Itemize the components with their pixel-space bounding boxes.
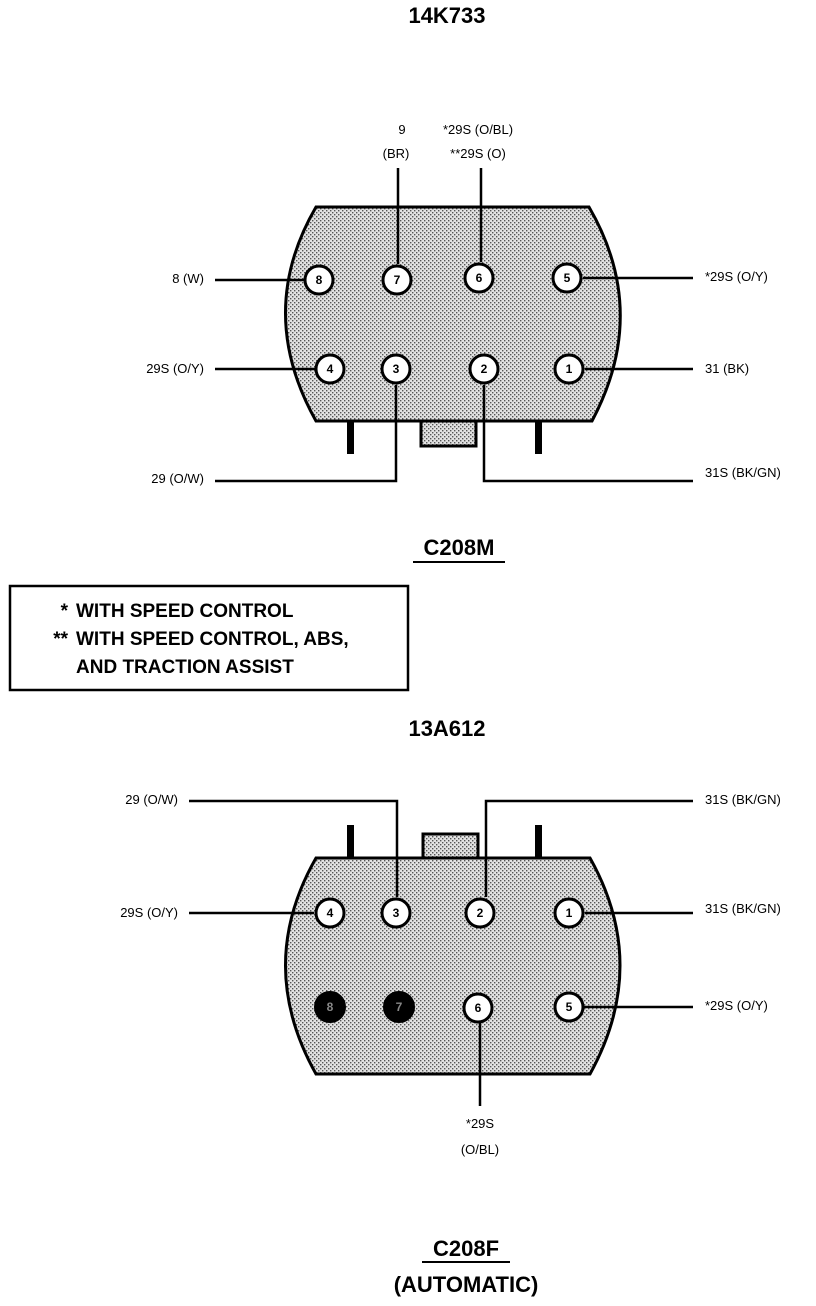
top-pin-2: 2 [468,353,500,385]
bottom-pin-2-label: 31S (BK/GN) [705,792,781,807]
legend-text-3: AND TRACTION ASSIST [76,657,294,678]
bottom-pin-1-label: 31S (BK/GN) [705,901,781,916]
bottom-pin-7: 7 [383,991,415,1023]
bottom-pin-5: 5 [553,991,585,1023]
bottom-pin-3: 3 [380,897,412,929]
bottom-pin-6-label: *29S [466,1116,495,1131]
top-pin-4-label: 29S (O/Y) [146,361,204,376]
svg-text:3: 3 [393,362,400,376]
top-pin-4: 4 [314,353,346,385]
top-pin-6-label: *29S (O/BL) [443,122,513,137]
top-tab-left [347,418,354,454]
bottom-pin-6-label-color: (O/BL) [461,1142,499,1157]
bottom-pin-8: 8 [314,991,346,1023]
legend-text-2: WITH SPEED CONTROL, ABS, [76,629,349,650]
svg-text:2: 2 [477,906,484,920]
top-pin-6-label-alt: **29S (O) [450,146,506,161]
top-pin-8-label: 8 (W) [172,271,204,286]
top-pin-5-label: *29S (O/Y) [705,269,768,284]
svg-text:6: 6 [475,1001,482,1015]
svg-text:7: 7 [396,1000,403,1014]
legend-mark-2: ** [53,629,68,650]
svg-text:7: 7 [394,273,401,287]
top-connector-name: C208M [424,535,495,560]
bottom-pin-4: 4 [314,897,346,929]
top-pin-5: 5 [551,262,583,294]
bottom-tab-left [347,825,354,861]
svg-text:5: 5 [564,271,571,285]
top-pin-6: 6 [463,262,495,294]
bottom-pin-6: 6 [462,992,494,1024]
svg-text:8: 8 [316,273,323,287]
legend-mark-1: * [61,601,69,622]
top-connector-body [284,205,622,423]
svg-text:3: 3 [393,906,400,920]
svg-text:5: 5 [566,1000,573,1014]
bottom-connector-subtitle: (AUTOMATIC) [394,1272,539,1297]
top-part-number: 14K733 [408,3,485,28]
bottom-part-number: 13A612 [408,716,485,741]
top-pin-3: 3 [380,353,412,385]
svg-text:4: 4 [327,362,334,376]
svg-text:2: 2 [481,362,488,376]
top-pin-7: 7 [381,264,413,296]
top-pin-1-label: 31 (BK) [705,361,749,376]
top-pin-3-label: 29 (O/W) [151,471,204,486]
bottom-pin-1: 1 [553,897,585,929]
top-pin-7-label-num: 9 [398,122,405,137]
svg-text:8: 8 [327,1000,334,1014]
bottom-wires [189,799,693,1106]
bottom-pin-5-label: *29S (O/Y) [705,998,768,1013]
legend-box [8,584,410,692]
top-tab-right [535,418,542,454]
legend-text-1: WITH SPEED CONTROL [76,601,294,622]
svg-text:1: 1 [566,362,573,376]
bottom-connector-name: C208F [433,1236,499,1261]
top-pin-7-label-color: (BR) [383,146,410,161]
top-wires [215,168,693,483]
top-pin-2-label: 31S (BK/GN) [705,465,781,480]
svg-text:6: 6 [476,271,483,285]
svg-text:1: 1 [566,906,573,920]
bottom-tab-right [535,825,542,861]
bottom-connector-body [284,856,622,1076]
top-pin-1: 1 [553,353,585,385]
bottom-pin-4-label: 29S (O/Y) [120,905,178,920]
top-key [419,416,478,448]
top-pin-8: 8 [303,264,335,296]
bottom-pin-3-label: 29 (O/W) [125,792,178,807]
svg-text:4: 4 [327,906,334,920]
bottom-pin-2: 2 [464,897,496,929]
